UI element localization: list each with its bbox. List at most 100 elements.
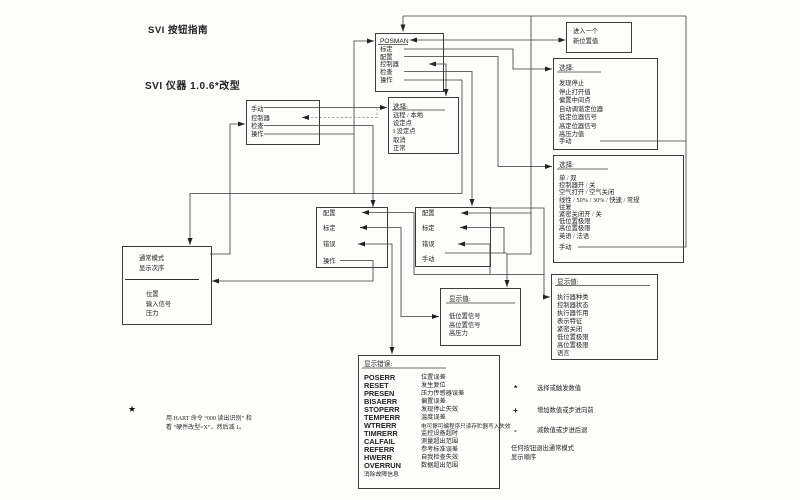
display-title: 显示值: [557, 278, 579, 286]
value-controller-state: 控制器状态 [557, 302, 589, 309]
error-code: REFERR [364, 445, 395, 454]
error-code: TEMPERR [364, 413, 401, 422]
error-list-box: 显示错误: POSERR 位置误差 RESET 发生复位 PRESEN 压力传感… [358, 355, 511, 489]
menu-item-operate: 操作 [323, 257, 336, 265]
option-bias-midpoint: 偏置中间点 [559, 97, 591, 104]
display-item-pressure: 压力 [146, 310, 159, 317]
error-desc: 压力传感器误差 [421, 390, 465, 397]
value-actuator-type: 执行器种类 [557, 294, 589, 301]
error-code: PRESEN [364, 389, 395, 398]
error-code: CALFAIL [364, 437, 396, 446]
option-manual: 手动 [559, 244, 572, 251]
display-item-input: 输入信号 [146, 300, 172, 308]
normal-mode-box: 通常模式 显示次序 位置 输入信号 压力 [122, 246, 212, 325]
select-title: 选择: [559, 162, 575, 169]
option-single-double: 单 / 双 [559, 175, 577, 182]
select-mode-box: 选择: 远程 / 本地 设定点 I 设定点 取消 正常 [388, 97, 459, 154]
legend-note-line2: 显示顺序 [511, 454, 537, 461]
option-characteristic: 线性 / 50% / 30% / 快速 / 常规 [559, 196, 640, 204]
legend-text-decrease: 减数值或步进后退 [537, 427, 588, 434]
menu-item-controller: 控制器 [380, 61, 399, 68]
menu-item-calibrate: 标定 [380, 46, 393, 53]
error-desc: 发生复位 [421, 382, 446, 389]
option-high-pressure: 高压力值 [559, 131, 585, 138]
menu-item-controller: 控制器 [251, 114, 270, 122]
error-desc: 温度误差 [421, 414, 446, 421]
option-stop-open-value: 停止打开值 [559, 88, 591, 96]
menu-item-configure: 配置 [380, 53, 393, 61]
option-low-signal: 低定位器信号 [559, 114, 597, 121]
page-title: SVI 按钮指南 [148, 25, 208, 36]
legend-symbol-decrease: - [514, 425, 517, 435]
option-controller-onoff: 控制器开 / 关 [559, 182, 596, 190]
select-title: 选择: [559, 65, 575, 72]
display-calibration-box: 显示值: 低位置信号 高位置信号 高压力 [440, 288, 521, 346]
error-code: POSERR [364, 373, 396, 382]
error-desc: 数据超出范围 [421, 462, 459, 469]
error-desc: 发现停止失效 [421, 406, 459, 413]
new-position-line1: 进入一个 [573, 28, 599, 35]
page-subtitle: SVI 仪器 1.0.6*改型 [145, 81, 241, 92]
new-position-line2: 新位置值 [573, 38, 599, 45]
error-desc: 位置误差 [421, 374, 446, 381]
error-list-title: 显示错误: [364, 361, 393, 368]
select-title: 选择: [393, 103, 409, 111]
examine-menu-box-a: 配置 标定 错误 操作 [316, 207, 388, 268]
error-desc: 电可擦可编程序只读存贮器写入失效 [421, 423, 511, 430]
normal-mode-line2: 显示次序 [139, 265, 165, 272]
option-manual: 手动 [559, 138, 572, 145]
value-tight-shutoff: 紧密关闭 [557, 326, 583, 333]
option-high-limit: 高位置极限 [559, 225, 591, 233]
select-configuration-box: 选择: 单 / 双 控制器开 / 关 空气打开 / 空气关闭 线性 / 50% … [553, 155, 684, 263]
new-position-box: 进入一个 新位置值 [566, 22, 632, 53]
error-code: WTRERR [364, 421, 397, 430]
value-high-signal: 高位置信号 [449, 321, 481, 329]
posman-title: POSMAN [380, 37, 409, 45]
error-desc: 监控设备超时 [421, 430, 459, 437]
menu-item-calibrate: 标定 [422, 224, 435, 232]
menu-item-operate: 操作 [251, 131, 264, 138]
legend-symbol-increase: + [513, 405, 518, 415]
manual-menu-box: 手动 控制器 检查 操作 [246, 100, 320, 145]
error-desc: 参考标准误差 [421, 446, 459, 453]
option-high-signal: 高定位器信号 [559, 122, 597, 130]
display-configuration-box: 显示值: 执行器种类 控制器状态 执行器作用 表示特征 紧密关闭 低位置极限 高… [551, 274, 658, 360]
posman-menu-box: POSMAN 标定 配置 控制器 检查 操作 [375, 33, 444, 92]
value-language: 语言 [557, 350, 570, 357]
option-cancel: 取消 [393, 136, 406, 144]
examine-menu-box-b: 配置 标定 错误 手动 [415, 207, 491, 267]
menu-item-examine: 检查 [380, 68, 393, 76]
menu-item-manual: 手动 [422, 256, 435, 263]
error-desc: 自我检查失效 [421, 454, 459, 461]
menu-item-examine: 检查 [251, 122, 264, 130]
option-remote-local: 远程 / 本地 [393, 112, 424, 119]
value-low-signal: 低位置信号 [449, 313, 481, 320]
menu-item-error: 错误 [422, 241, 435, 248]
option-setpoint: 设定点 [393, 120, 412, 127]
option-low-limit: 低位置极限 [559, 218, 591, 226]
menu-item-calibrate: 标定 [323, 224, 336, 232]
footnote-line1: 用 HART 命令 “000 读出识别” 和 [166, 416, 252, 422]
value-high-limit: 高位置极限 [557, 342, 589, 349]
select-calibration-box: 选择: 发现停止 停止打开值 偏置中间点 自动调谐定位器 低定位器信号 高定位器… [553, 58, 658, 150]
error-desc: 测量超出范围 [421, 438, 459, 445]
menu-item-manual: 手动 [251, 106, 264, 113]
display-title: 显示值: [449, 296, 471, 303]
value-high-pressure: 高压力 [449, 330, 468, 337]
error-code: RESET [364, 381, 389, 390]
option-tight-shutoff: 紧密关闭开 / 关 [559, 211, 602, 218]
footnote-line2: 看 “硬件改型=X”，然后减 1。 [166, 425, 246, 431]
option-reciprocate: 往复 [559, 203, 572, 211]
footnote-star-icon: ★ [128, 404, 137, 414]
menu-item-error: 错误 [323, 241, 336, 248]
error-code: OVERRUN [364, 461, 401, 470]
error-desc: 偏置误差 [421, 398, 446, 405]
option-language: 英语 / 法语 [559, 232, 590, 240]
option-find-stops: 发现停止 [559, 80, 585, 87]
option-i-setpoint: I 设定点 [393, 128, 416, 135]
option-air-action: 空气打开 / 空气关闭 [559, 189, 615, 197]
legend-symbol-select: * [514, 383, 518, 393]
value-actuator-action: 执行器作用 [557, 310, 589, 317]
option-autotune: 自动调谐定位器 [559, 105, 604, 113]
